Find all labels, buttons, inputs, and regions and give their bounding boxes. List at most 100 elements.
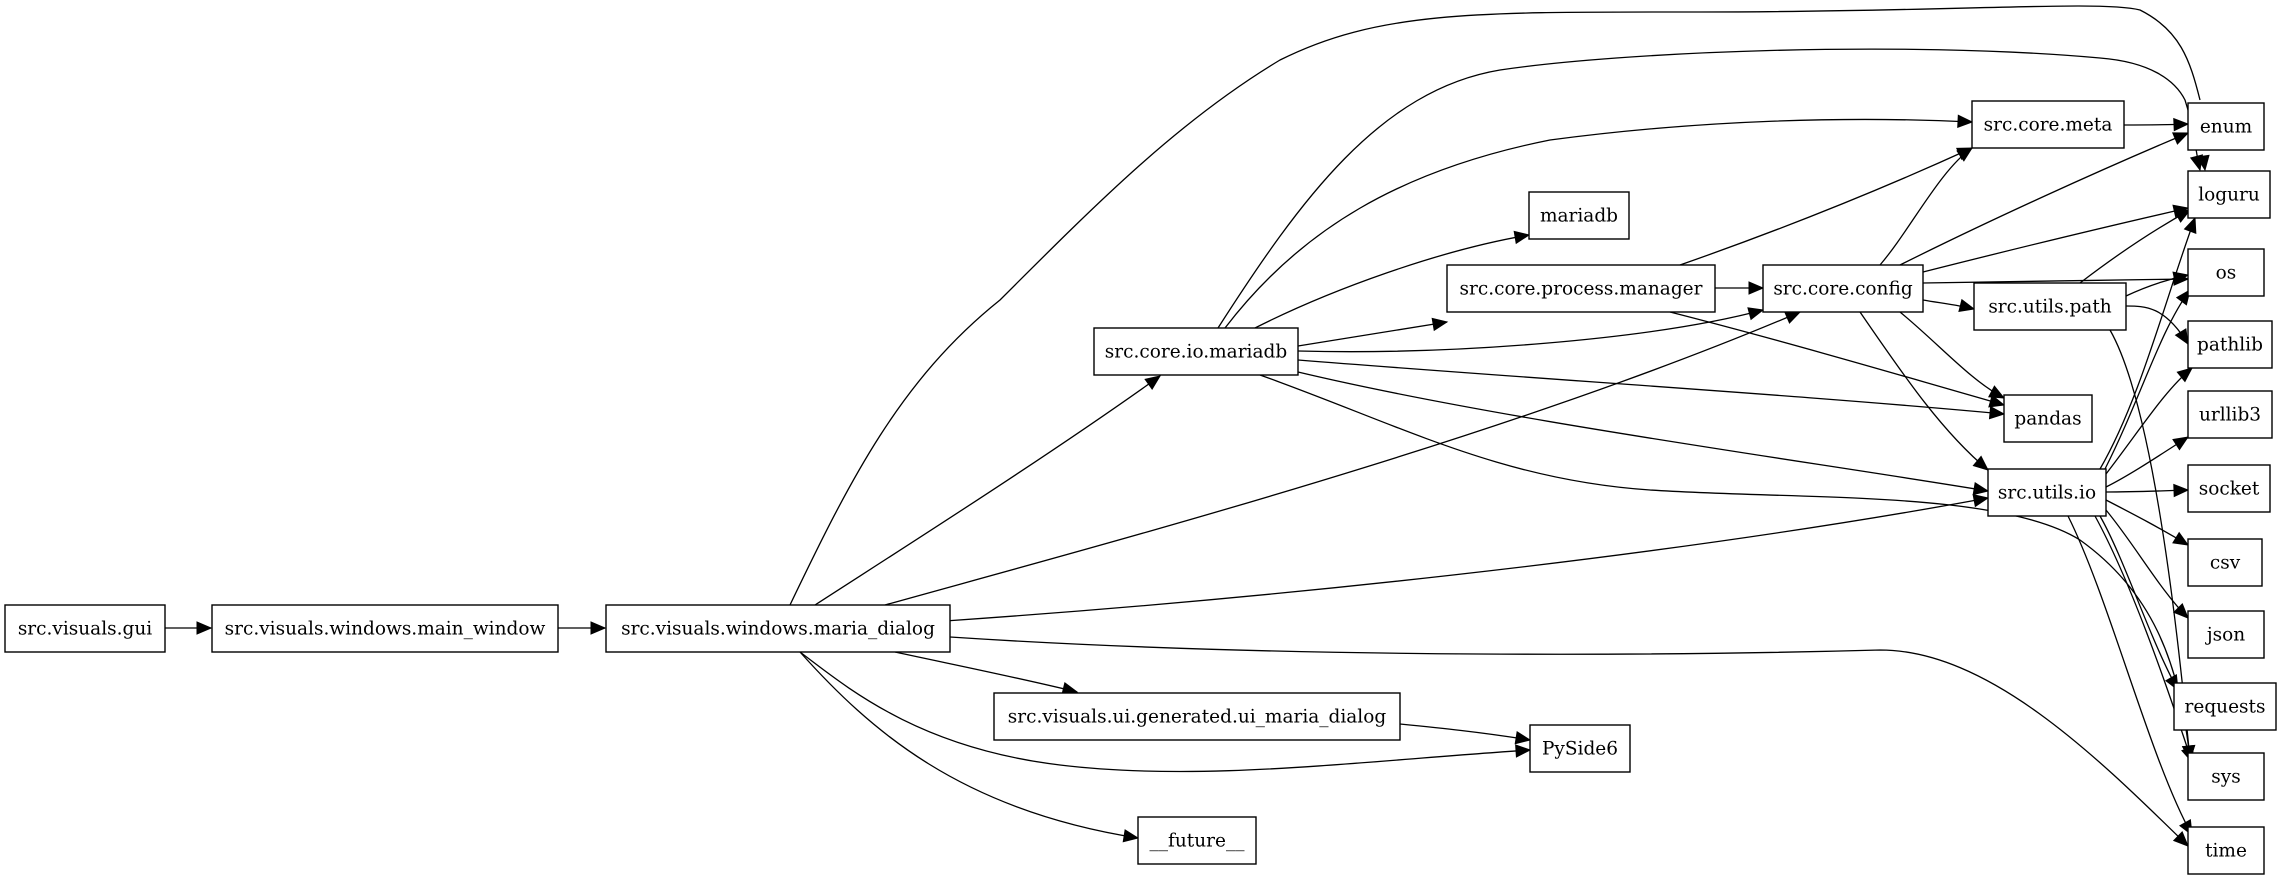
node-sys-box: [2187, 752, 2265, 801]
node-gui-box: [4, 604, 166, 653]
node-socket[interactable]: socket: [2187, 464, 2271, 513]
edge-io_mariadb-to-mariadb: [1254, 230, 1531, 329]
node-time[interactable]: time: [2187, 826, 2265, 875]
edge-utils_io-to-pathlib: [2105, 367, 2193, 475]
edge-io_mariadb-to-loguru-line: [1217, 48, 2201, 329]
node-process-manager-box: [1446, 264, 1716, 313]
node-enum-label: enum: [2200, 117, 2253, 138]
edge-utils_io-to-loguru-arrowhead: [2183, 216, 2197, 234]
edge-maria_dialog-to-config: [884, 311, 1802, 606]
edge-io_mariadb-to-process_manager: [1297, 317, 1449, 347]
node-io-mariadb[interactable]: src.core.io.mariadb: [1093, 327, 1299, 376]
edge-utils_path-to-os: [2125, 271, 2190, 297]
node-sys[interactable]: sys: [2187, 752, 2265, 801]
node-ui-maria-dialog[interactable]: src.visuals.ui.generated.ui_maria_dialog: [993, 692, 1401, 741]
edge-main_window-to-maria_dialog-arrowhead: [590, 621, 607, 635]
node-meta-box: [1971, 100, 2125, 149]
edge-maria_dialog-to-future: [799, 651, 1140, 843]
edge-maria_dialog-to-utils_io: [944, 493, 1990, 622]
node-main-window[interactable]: src.visuals.windows.main_window: [211, 604, 559, 653]
node-main-window-label: src.visuals.windows.main_window: [225, 619, 546, 640]
node-utils-io-box: [1987, 468, 2107, 517]
node-config-label: src.core.config: [1773, 279, 1913, 300]
node-loguru-label: loguru: [2198, 185, 2260, 206]
edge-io_mariadb-to-process_manager-arrowhead: [1431, 317, 1449, 332]
edge-config-to-utils_io-line: [1859, 311, 1989, 471]
edge-maria_dialog-to-utils_io-arrowhead: [1972, 493, 1990, 508]
node-socket-box: [2187, 464, 2271, 513]
node-os-box: [2187, 248, 2265, 297]
node-mariadb-label: mariadb: [1540, 206, 1618, 227]
edge-io_mariadb-to-process_manager-line: [1297, 321, 1448, 347]
node-requests-label: requests: [2185, 697, 2266, 718]
edge-process_manager-to-meta-line: [1679, 147, 1973, 266]
node-pyside6[interactable]: PySide6: [1529, 724, 1631, 773]
node-mariadb[interactable]: mariadb: [1528, 191, 1630, 240]
edge-utils_path-to-pathlib: [2125, 305, 2189, 346]
edge-meta-to-enum: [2123, 117, 2190, 132]
edge-utils_io-to-json: [2105, 509, 2189, 619]
edge-io_mariadb-to-meta-arrowhead: [1957, 114, 1974, 129]
edge-utils_io-to-urllib3: [2105, 436, 2190, 488]
edge-maria_dialog-to-config-line: [884, 311, 1801, 606]
node-os[interactable]: os: [2187, 248, 2265, 297]
edge-maria_dialog-to-future-line: [799, 651, 1139, 839]
node-gui-label: src.visuals.gui: [18, 619, 152, 640]
edge-maria_dialog-to-time: [949, 636, 2189, 847]
node-requests[interactable]: requests: [2173, 682, 2277, 731]
edge-config-to-loguru: [1922, 204, 2190, 273]
edge-utils_io-to-pathlib-arrowhead: [2176, 367, 2193, 383]
node-pandas[interactable]: pandas: [2003, 394, 2093, 443]
edge-utils_path-to-loguru: [2079, 209, 2192, 284]
node-config[interactable]: src.core.config: [1762, 264, 1924, 313]
edge-main_window-to-maria_dialog: [558, 621, 607, 635]
edge-utils_io-to-requests-line: [2099, 515, 2179, 691]
node-csv-box: [2187, 538, 2263, 587]
edge-io_mariadb-to-config-line: [1297, 309, 1764, 353]
node-utils-io-label: src.utils.io: [1998, 483, 2096, 504]
edge-process_manager-to-config-arrowhead: [1748, 281, 1765, 295]
node-loguru[interactable]: loguru: [2187, 170, 2271, 219]
node-meta[interactable]: src.core.meta: [1971, 100, 2125, 149]
node-json[interactable]: json: [2187, 610, 2265, 659]
node-pandas-label: pandas: [2014, 409, 2081, 430]
edge-utils_io-to-os-line: [2104, 289, 2191, 470]
edge-utils_io-to-os: [2104, 288, 2191, 470]
node-process-manager[interactable]: src.core.process.manager: [1446, 264, 1716, 313]
node-maria-dialog[interactable]: src.visuals.windows.maria_dialog: [605, 604, 951, 653]
node-config-box: [1762, 264, 1924, 313]
edge-io_mariadb-to-meta: [1224, 114, 1974, 329]
node-pyside6-label: PySide6: [1542, 739, 1618, 760]
edge-utils_path-to-loguru-arrowhead: [2174, 209, 2192, 223]
node-enum[interactable]: enum: [2187, 102, 2265, 151]
edge-config-to-meta-arrowhead: [1956, 147, 1974, 162]
node-pathlib[interactable]: pathlib: [2187, 320, 2273, 369]
edge-io_mariadb-to-config-arrowhead: [1747, 307, 1765, 321]
edge-meta-to-enum-arrowhead: [2173, 117, 2190, 132]
node-gui[interactable]: src.visuals.gui: [4, 604, 166, 653]
edge-config-to-utils_io: [1859, 311, 1989, 471]
edge-maria_dialog-to-ui_maria_dialog: [894, 651, 1079, 696]
edges-layer: [165, 5, 2210, 847]
node-urllib3[interactable]: urllib3: [2187, 390, 2273, 439]
edge-utils_path-to-loguru-line: [2079, 209, 2191, 284]
node-sys-label: sys: [2211, 767, 2240, 788]
node-json-label: json: [2205, 625, 2245, 646]
edge-io_mariadb-to-utils_io: [1297, 371, 1990, 496]
edge-config-to-pandas: [1899, 311, 2006, 399]
node-utils-io[interactable]: src.utils.io: [1987, 468, 2107, 517]
node-socket-label: socket: [2199, 479, 2260, 500]
edge-io_mariadb-to-loguru-arrowhead: [2189, 154, 2204, 172]
node-loguru-box: [2187, 170, 2271, 219]
edge-config-to-utils_path: [1922, 298, 1976, 313]
node-utils-path[interactable]: src.utils.path: [1973, 282, 2127, 331]
node-time-box: [2187, 826, 2265, 875]
edge-maria_dialog-to-future-arrowhead: [1122, 829, 1140, 843]
edge-utils_io-to-loguru-line: [2099, 217, 2196, 470]
edge-utils_io-to-json-arrowhead: [2172, 602, 2189, 619]
edge-process_manager-to-pandas: [1669, 311, 2006, 408]
node-csv[interactable]: csv: [2187, 538, 2263, 587]
edge-process_manager-to-pandas-arrowhead: [1988, 394, 2006, 408]
node-maria-dialog-box: [605, 604, 951, 653]
node-future[interactable]: __future__: [1137, 816, 1257, 865]
